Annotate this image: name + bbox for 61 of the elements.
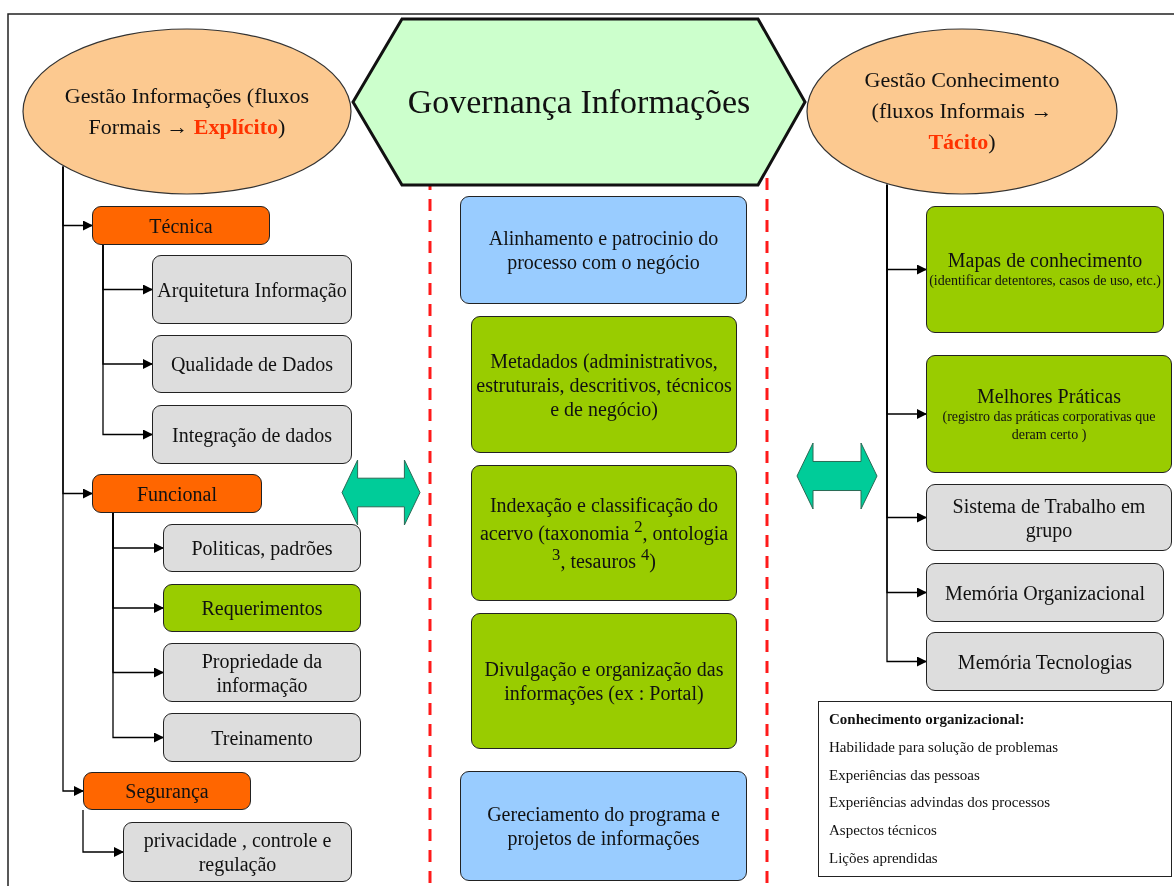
connector-arrow	[62, 165, 84, 796]
topic-box	[926, 355, 1172, 473]
category-box	[92, 474, 262, 513]
node-label: Gestão Conhecimento (fluxos Informais → Tácito)	[863, 66, 1061, 156]
node-label: Técnica	[149, 213, 213, 238]
connector-arrow	[82, 809, 124, 857]
node-description: (registro das práticas corporativas que deram certo )	[941, 407, 1157, 444]
domain-ellipse	[22, 28, 352, 195]
topic-box	[152, 405, 352, 464]
node-label: Integração de dados	[172, 422, 332, 447]
category-box	[92, 206, 270, 245]
node-label: Gestão Informações (fluxos Formais → Explícito)	[63, 81, 311, 141]
node-label: Indexação e classificação do acervo (taxonomia $^{2}$, ontologia $^{3}$, tesauros $^{4}$)	[478, 493, 730, 573]
topic-box	[926, 206, 1164, 333]
note-line: Experiências advindas dos processos	[829, 793, 1051, 813]
node-label: Arquitetura Informação	[157, 277, 347, 302]
topic-box	[471, 465, 737, 601]
topic-box	[471, 613, 737, 749]
note-box	[818, 701, 1172, 877]
node-label: Mapas de conhecimento	[947, 248, 1143, 273]
connector-arrow	[112, 512, 164, 743]
node-label: Alinhamento e patrocinio do processo com o negócio	[487, 226, 720, 274]
node-label: Melhores Práticas	[977, 383, 1121, 408]
node-label: Metadados (administrativos, estruturais, descritivos, técnicos e de negócio)	[475, 348, 733, 421]
connector-arrow	[102, 244, 153, 440]
node-label: Memória Tecnologias	[957, 649, 1133, 674]
topic-box	[163, 643, 361, 702]
topic-box	[926, 484, 1172, 551]
node-label: Politicas, padrões	[191, 536, 333, 560]
note-line: Lições aprendidas	[829, 848, 938, 868]
topic-box	[163, 713, 361, 762]
node-label: Divulgação e organização das informações (ex : Portal)	[483, 657, 725, 705]
node-label: Requerimentos	[201, 596, 323, 620]
topic-box	[152, 255, 352, 324]
node-label: Propriedade da informação	[200, 648, 324, 697]
node-label: Memória Organizacional	[944, 580, 1146, 605]
node-label: Funcional	[137, 481, 217, 506]
topic-box	[926, 563, 1164, 622]
topic-box	[471, 316, 737, 453]
topic-box	[460, 771, 747, 881]
topic-box	[152, 335, 352, 393]
note-line: Habilidade para solução de problemas	[829, 737, 1059, 757]
node-label: Governança Informações	[407, 81, 751, 122]
node-label: Treinamento	[211, 725, 313, 750]
topic-box	[926, 632, 1164, 691]
node-label: Gereciamento do programa e projetos de informações	[486, 802, 721, 850]
topic-box	[163, 584, 361, 632]
note-heading: Conhecimento organizacional:	[829, 710, 1025, 729]
topic-box	[460, 196, 747, 304]
category-box	[83, 772, 251, 810]
node-label: privacidade , controle e regulação	[142, 828, 333, 876]
node-description: (identificar detentores, casos de uso, etc.)	[929, 272, 1161, 291]
topic-box	[123, 822, 352, 882]
governance-hexagon	[352, 18, 806, 186]
note-line: Aspectos técnicos	[829, 821, 937, 840]
node-label: Segurança	[125, 779, 209, 803]
node-label: Qualidade de Dados	[170, 352, 334, 376]
topic-box	[163, 524, 361, 572]
note-line: Experiências das pessoas	[829, 765, 980, 785]
domain-ellipse	[806, 28, 1118, 195]
node-label: Sistema de Trabalho em grupo	[951, 493, 1147, 542]
